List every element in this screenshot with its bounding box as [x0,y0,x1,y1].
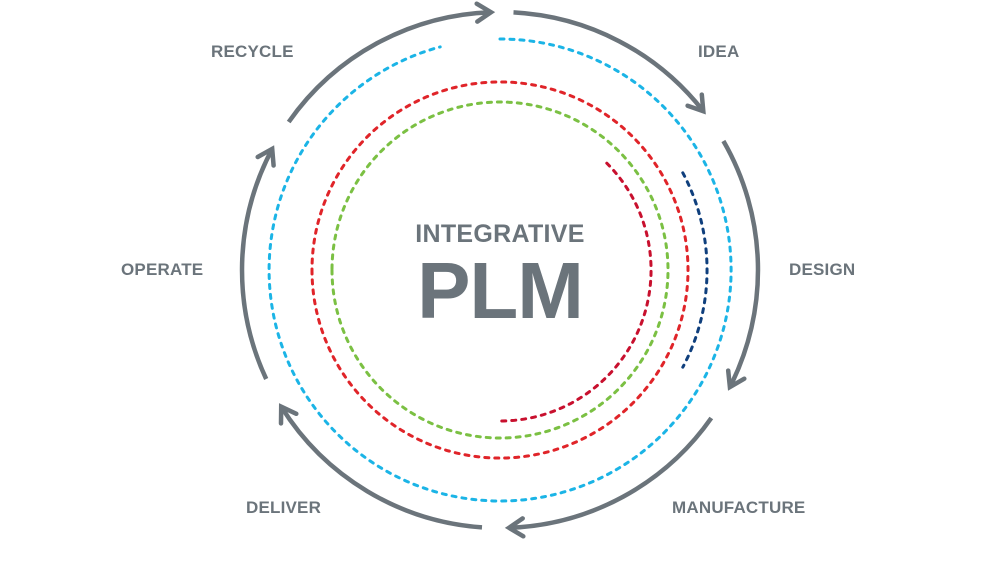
arrow-deliver-to-operate [278,403,483,530]
stage-label-manufacture: MANUFACTURE [672,498,806,517]
arrowhead-icon [504,516,526,539]
arrowhead-icon [474,1,496,24]
arrow-arc [721,139,761,389]
arrow-operate-to-recycle [239,145,276,380]
arrow-recycle-to-idea [286,1,496,124]
arrowhead-icon [278,403,299,426]
stage-arrows [239,1,761,539]
stage-label-deliver: DELIVER [246,498,322,517]
arrow-arc [239,147,275,380]
ring-crimson [498,161,653,423]
stage-label-design: DESIGN [789,260,856,279]
arrowhead-icon [685,92,706,115]
ring-red [310,80,690,460]
stage-label-operate: OPERATE [121,260,204,279]
arrowhead-icon [725,368,747,391]
arrow-design-to-design-end [721,139,761,391]
stage-label-idea: IDEA [698,42,740,61]
arrowhead-icon [255,145,276,168]
arrow-arc [508,416,714,531]
arrow-arc [279,405,483,530]
ring-green [330,100,670,440]
ring-cyan [267,37,733,503]
center-title: PLM [417,246,584,335]
center-subtitle: INTEGRATIVE [415,220,585,248]
ring-navy [681,171,709,369]
arrow-idea-to-design [513,10,706,115]
arrow-manufacture-to-deliver [504,416,714,539]
arrow-arc [286,9,492,124]
arrow-arc [513,10,706,113]
stage-label-recycle: RECYCLE [211,42,294,61]
dashed-rings [267,37,733,503]
